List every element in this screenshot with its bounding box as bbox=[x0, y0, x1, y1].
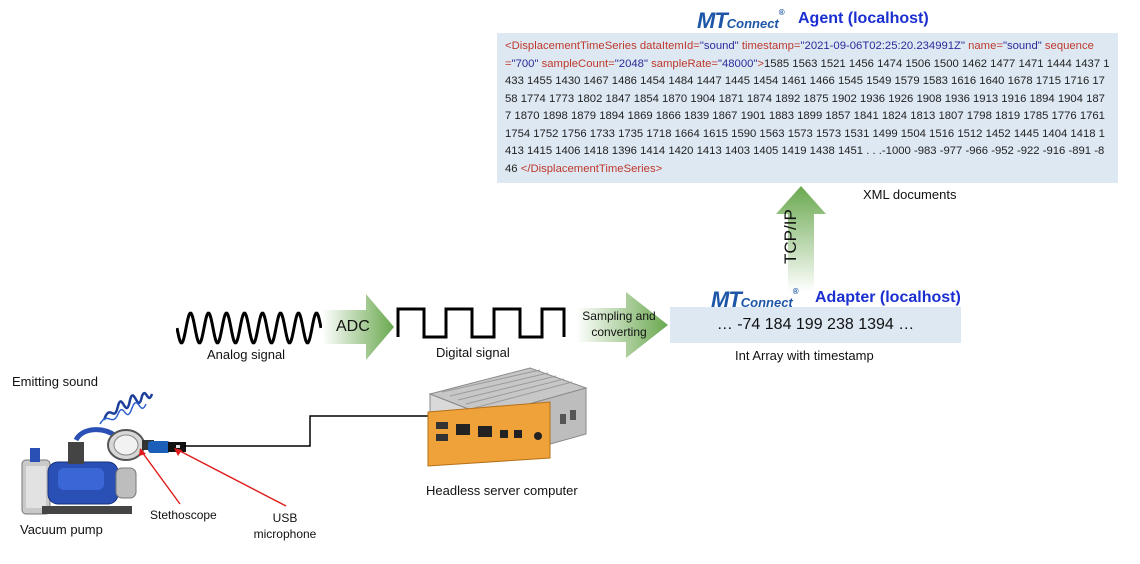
usb-cable bbox=[184, 415, 435, 447]
headless-server-image bbox=[427, 367, 588, 467]
xml-open-tag: <DisplacementTimeSeries bbox=[505, 40, 637, 52]
sound-wave-icon bbox=[99, 391, 154, 425]
digital-wave bbox=[396, 307, 566, 339]
stethoscope-pointer bbox=[141, 451, 181, 505]
tcpip-up-arrow bbox=[776, 186, 826, 292]
xml-attr-name: sampleCount= bbox=[538, 57, 615, 70]
xml-attr-value: "700" bbox=[511, 57, 539, 70]
adapter-int-array-box: … -74 184 199 238 1394 … bbox=[670, 307, 961, 343]
xml-attr-value: "sound" bbox=[1002, 40, 1042, 52]
xml-close-bracket: > bbox=[757, 57, 765, 70]
xml-attr-value: "sound" bbox=[699, 40, 739, 52]
emitting-sound-label: Emitting sound bbox=[12, 374, 98, 389]
int-array-caption: Int Array with timestamp bbox=[735, 348, 874, 363]
digital-signal-label: Digital signal bbox=[436, 345, 510, 360]
sampling-converting-label: Sampling and converting bbox=[582, 309, 656, 339]
usb-microphone-label: USB microphone bbox=[253, 511, 317, 541]
xml-attr-name: dataItemId= bbox=[636, 40, 700, 52]
xml-attr-value: "2048" bbox=[614, 57, 648, 70]
adc-arrow bbox=[322, 294, 394, 360]
xml-attr-name: name= bbox=[964, 40, 1003, 52]
tcpip-arrow-shape bbox=[776, 186, 826, 292]
stethoscope-image bbox=[107, 429, 154, 461]
xml-attr-value: "48000" bbox=[717, 57, 758, 70]
agent-title: Agent (localhost) bbox=[798, 10, 929, 27]
xml-documents-caption: XML documents bbox=[863, 187, 957, 202]
agent-mtconnect-logo: MTConnect® bbox=[697, 8, 785, 33]
xml-attr-value: "2021-09-06T02:25:20.234991Z" bbox=[800, 40, 965, 52]
xml-attr-name: sequence= bbox=[505, 40, 1094, 70]
adapter-mtconnect-logo: MTConnect® bbox=[711, 287, 799, 312]
usb-microphone-image bbox=[148, 441, 186, 453]
analog-signal-label: Analog signal bbox=[207, 347, 286, 362]
xml-attr-name: sampleRate= bbox=[647, 57, 718, 70]
sampling-arrow bbox=[576, 292, 668, 358]
adapter-title: Adapter (localhost) bbox=[815, 289, 961, 306]
xml-end-tag: </DisplacementTimeSeries> bbox=[520, 162, 663, 175]
adc-label: ADC bbox=[336, 318, 370, 335]
pointer-lines bbox=[139, 448, 287, 507]
usb-pointer bbox=[177, 449, 287, 507]
analog-wave bbox=[176, 311, 322, 345]
xml-document-box: <DisplacementTimeSeries dataItemId="soun… bbox=[497, 33, 1118, 183]
vacuum-pump-label: Vacuum pump bbox=[20, 522, 103, 537]
stethoscope-label: Stethoscope bbox=[150, 508, 217, 522]
tcpip-label: TCP/IP bbox=[781, 209, 800, 264]
headless-server-label: Headless server computer bbox=[426, 483, 578, 498]
xml-sample-values: 1585 1563 1521 1456 1474 1506 1500 1462 … bbox=[505, 57, 1110, 175]
xml-attr-name: timestamp= bbox=[738, 40, 801, 52]
vacuum-pump-image bbox=[21, 427, 137, 515]
